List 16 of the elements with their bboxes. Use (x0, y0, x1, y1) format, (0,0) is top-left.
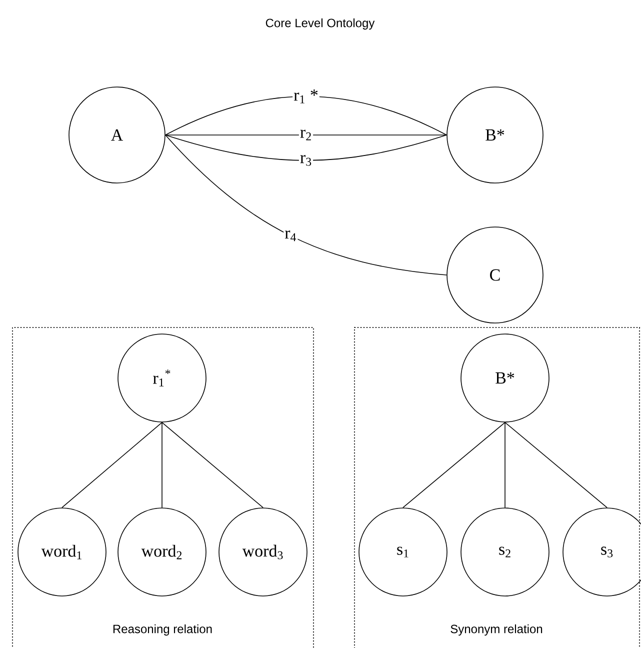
edge-label: r$_{3}$ (298, 154, 314, 167)
tree-line (504, 422, 506, 508)
group-caption: Reasoning relation (113, 624, 212, 636)
relation-line (165, 134, 447, 161)
edge-label: r$_{4}$ (284, 230, 298, 242)
relation-line (165, 134, 447, 276)
edge-label: r$_{1}$ * (292, 88, 320, 104)
relation-line (165, 134, 447, 136)
tree-line (402, 422, 506, 508)
tree-line (162, 422, 264, 508)
tree-line (504, 422, 608, 508)
group-caption: Synonym relation (450, 624, 542, 636)
title: Core Level Ontology (266, 18, 375, 30)
edge-label: r$_{2}$ (298, 128, 314, 142)
relation-line (165, 96, 447, 136)
tree-line (62, 422, 162, 508)
